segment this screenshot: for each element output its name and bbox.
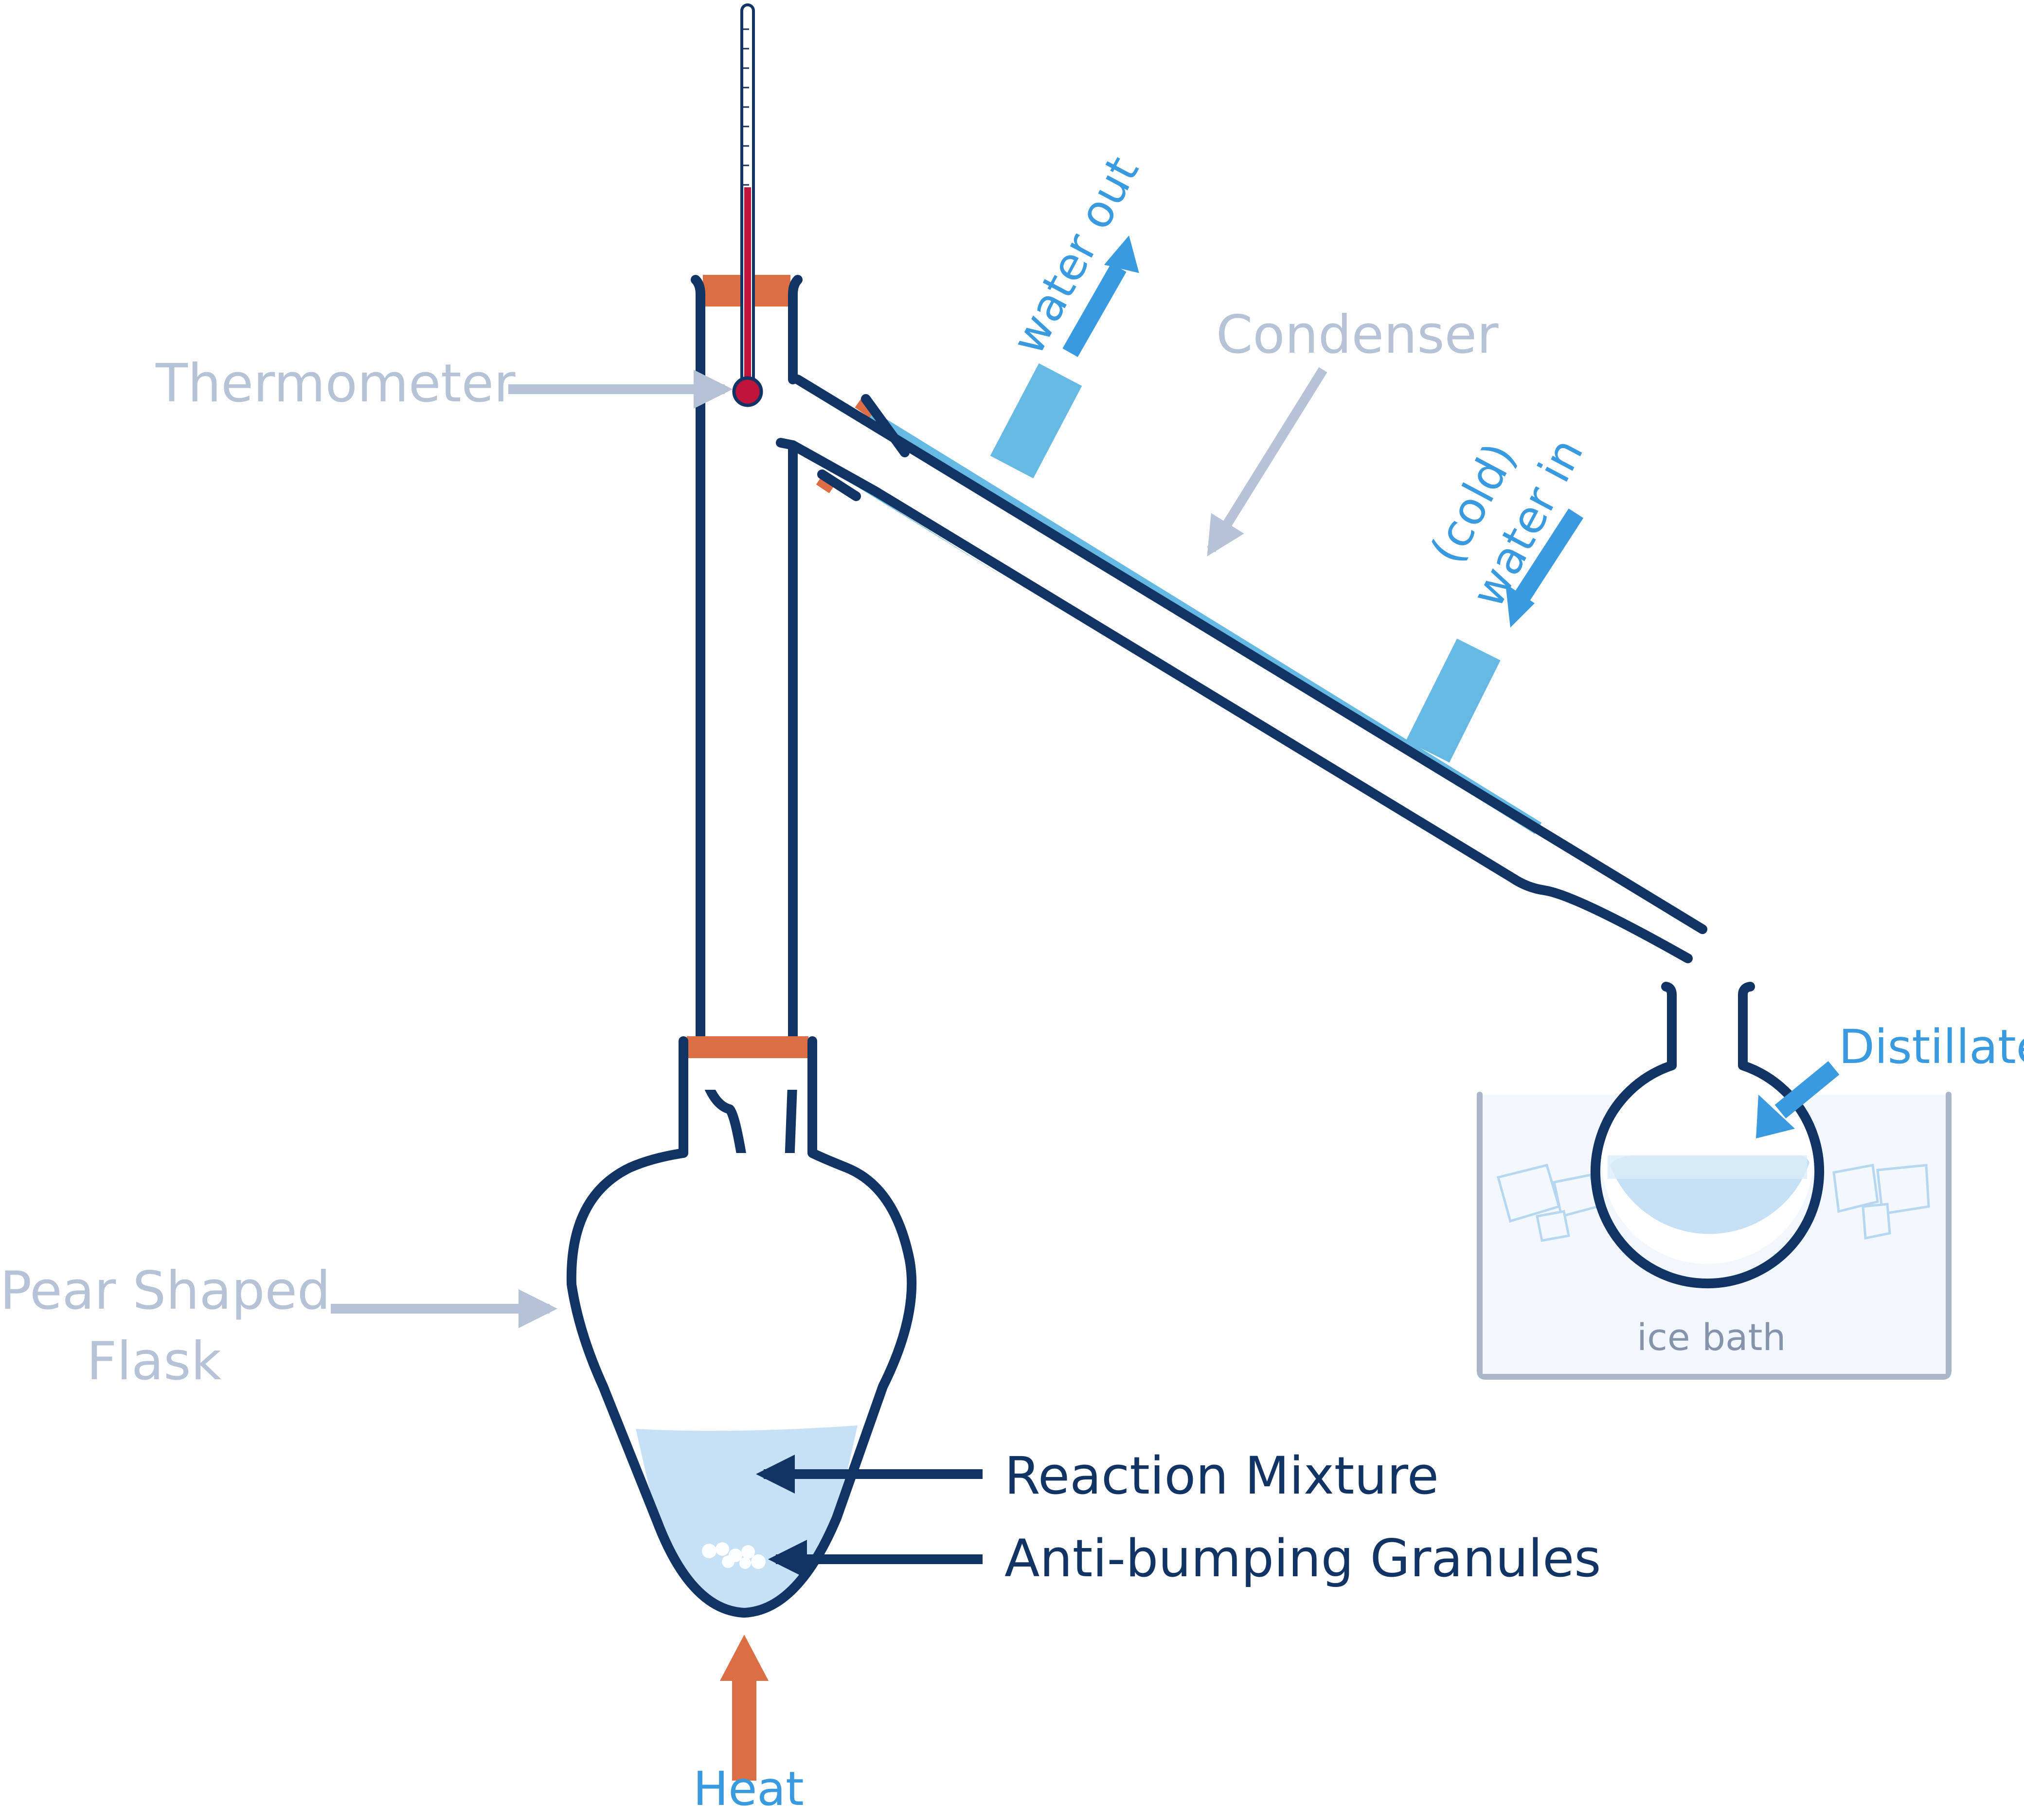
heat-arrow-icon <box>720 1635 769 1781</box>
water-flow-arrow-icon <box>1756 1061 1840 1138</box>
pear-flask-outline <box>566 1036 917 1618</box>
reaction-mixture-liquid <box>636 1425 858 1613</box>
condenser-top-wall <box>793 375 1707 934</box>
water-flow-arrow-icon <box>1505 508 1584 628</box>
water-out-hose <box>990 363 1082 479</box>
thermometer-label: Thermometer <box>155 353 516 414</box>
pear-flask-label-line1: Pear Shaped <box>0 1261 330 1321</box>
condenser-pointer <box>1207 367 1327 557</box>
receiver-flask <box>1591 982 1824 1289</box>
pear-flask-label-line2: Flask <box>87 1331 222 1392</box>
flask-joint-sleeve <box>687 1036 808 1058</box>
water-flow-arrow-icon <box>1062 235 1139 357</box>
anti-bumping-label: Anti-bumping Granules <box>1004 1529 1601 1588</box>
column-left-wall <box>691 275 705 1065</box>
distillate-label: Distillate <box>1839 1020 2024 1074</box>
anti-bumping-granules <box>702 1542 766 1569</box>
condenser <box>781 363 1707 964</box>
column-right-wall-upper <box>788 275 803 384</box>
heat-label: Heat <box>693 1762 804 1816</box>
ice-bath-label: ice bath <box>1637 1315 1786 1359</box>
water-in-hose <box>1406 638 1501 763</box>
still-head <box>691 275 803 1270</box>
condenser-label: Condenser <box>1216 305 1499 365</box>
ice-cube-icon <box>1496 1163 1930 1242</box>
pear-shaped-flask <box>566 1036 917 1618</box>
thermometer-bulb <box>732 376 763 407</box>
thermometer-icon <box>732 3 763 407</box>
reaction-mixture-label: Reaction Mixture <box>1004 1446 1439 1506</box>
condenser-bottom-wall <box>788 440 1693 963</box>
